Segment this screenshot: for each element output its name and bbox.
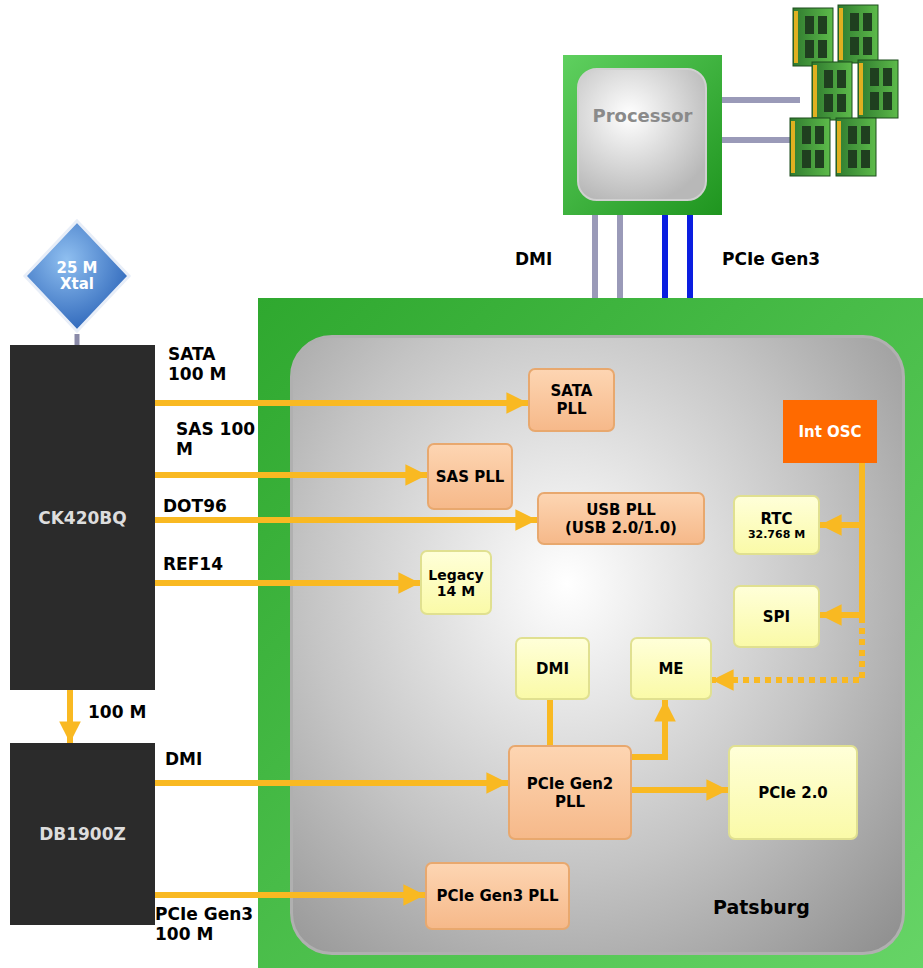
node-title: PCIe Gen2 PLL	[516, 775, 624, 811]
node-title: SPI	[763, 608, 790, 626]
processor-chip: Processor	[563, 55, 722, 215]
pll-box: SATA PLL	[528, 368, 615, 432]
signal-label: 100 M	[88, 703, 146, 723]
node-title: 25 M Xtal	[48, 260, 106, 293]
clock-arrow	[632, 790, 728, 791]
node-title: DB1900Z	[39, 824, 126, 844]
clock-chip: CK420BQ	[10, 345, 155, 690]
node-title: USB PLL (USB 2.0/1.0)	[565, 501, 677, 537]
pcie-bus	[665, 215, 690, 298]
signal-label: DMI	[165, 750, 202, 770]
node-title: PCIe 2.0	[758, 784, 828, 802]
node-title: PCIe Gen3 PLL	[437, 887, 559, 905]
signal-label: SATA 100 M	[168, 345, 248, 384]
dmi-bus	[595, 215, 620, 298]
chipset-box: Patsburg SATA PLL Int OSC SAS PLL USB PLL (U…	[258, 298, 923, 968]
clock-arrow	[155, 583, 420, 584]
node-title: SATA PLL	[536, 382, 607, 418]
node-title: Int OSC	[798, 423, 861, 441]
node-title: Legacy 14 M	[428, 567, 484, 599]
clock-arrow	[820, 463, 862, 525]
block-box: RTC32.768 M	[733, 495, 820, 555]
block-box: Legacy 14 M	[420, 550, 492, 615]
clock-arrow	[712, 463, 862, 680]
clock-arrow	[70, 690, 71, 743]
clock-arrow	[632, 700, 665, 757]
chip-face	[577, 68, 707, 201]
node-title: RTC	[760, 510, 792, 528]
block-box: DMI	[515, 637, 590, 700]
crystal-diamond: 25 M Xtal	[22, 218, 132, 334]
clock-arrow	[550, 637, 551, 840]
node-title: ME	[658, 660, 683, 678]
pll-box: USB PLL (USB 2.0/1.0)	[537, 492, 705, 545]
signal-label: SAS 100 M	[176, 420, 256, 459]
block-box: ME	[630, 637, 712, 700]
signal-label: PCIe Gen3 100 M	[155, 905, 267, 944]
block-box: SPI	[733, 585, 820, 648]
node-title: SAS PLL	[436, 468, 505, 486]
signal-label: DOT96	[163, 497, 227, 517]
signal-label: PCIe Gen3	[722, 250, 820, 270]
clock-arrow	[155, 520, 537, 521]
oscillator-box: Int OSC	[783, 400, 877, 463]
node-subtext: 32.768 M	[748, 528, 805, 541]
clock-arrow	[77, 334, 78, 345]
node-title: CK420BQ	[38, 508, 127, 528]
pll-box: PCIe Gen3 PLL	[425, 862, 570, 930]
signal-label: REF14	[163, 555, 223, 575]
clock-arrow	[820, 463, 862, 615]
node-title: Processor	[593, 105, 693, 126]
pll-box: PCIe Gen2 PLL	[508, 745, 632, 840]
clock-arrow	[155, 403, 528, 404]
clock-arrow	[155, 895, 425, 896]
node-title: DMI	[536, 660, 569, 678]
buffer-chip: DB1900Z	[10, 743, 155, 925]
clock-arrow	[155, 475, 427, 476]
block-box: PCIe 2.0	[728, 745, 858, 840]
clock-arrow	[155, 783, 508, 784]
signal-label: DMI	[515, 250, 552, 270]
node-title: Patsburg	[713, 896, 810, 918]
pll-box: SAS PLL	[427, 443, 513, 510]
